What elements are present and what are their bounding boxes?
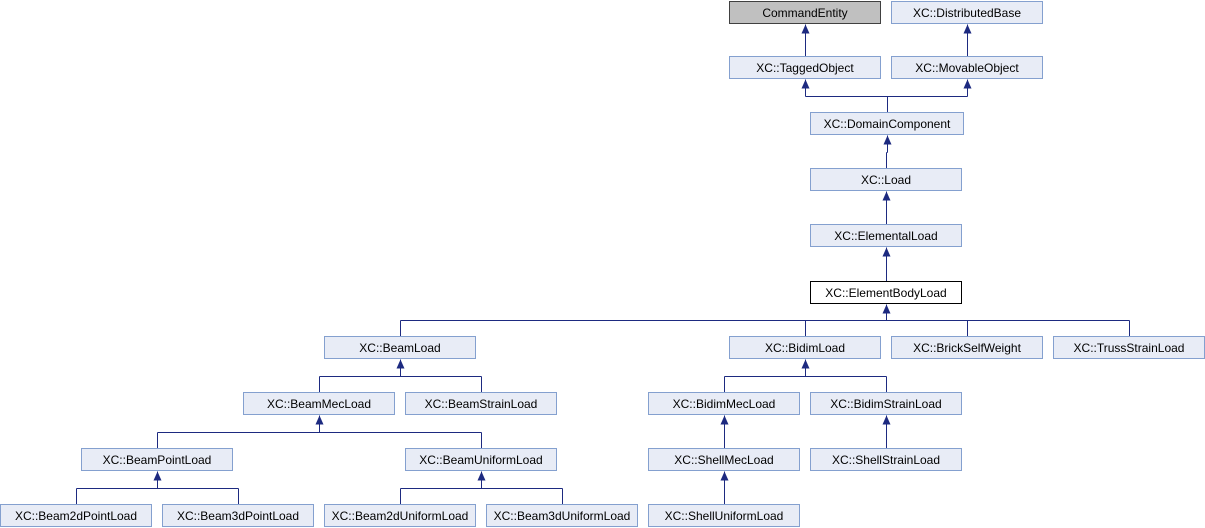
class-node-beam-3d-uniform-load[interactable]: XC::Beam3dUniformLoad bbox=[486, 504, 638, 527]
class-node-box bbox=[486, 504, 638, 527]
class-node-beam-strain-load[interactable]: XC::BeamStrainLoad bbox=[405, 392, 557, 415]
class-node-label: XC::Load bbox=[861, 173, 911, 187]
class-node-beam-2d-uniform-load[interactable]: XC::Beam2dUniformLoad bbox=[324, 504, 476, 527]
class-node-beam-2d-point-load[interactable]: XC::Beam2dPointLoad bbox=[0, 504, 152, 527]
class-node-box bbox=[810, 448, 962, 471]
class-node-beam-uniform-load[interactable]: XC::BeamUniformLoad bbox=[405, 448, 557, 471]
class-node-brick-self-weight[interactable]: XC::BrickSelfWeight bbox=[891, 336, 1043, 359]
class-node-label: XC::Beam2dPointLoad bbox=[15, 509, 137, 523]
class-node-label: XC::BidimMecLoad bbox=[673, 397, 776, 411]
inheritance-edges bbox=[76, 24, 1130, 505]
class-node-label: XC::TrussStrainLoad bbox=[1074, 341, 1185, 355]
class-node-box bbox=[810, 281, 962, 304]
class-node-label: XC::DomainComponent bbox=[824, 117, 951, 131]
class-node-beam-point-load[interactable]: XC::BeamPointLoad bbox=[81, 448, 233, 471]
class-node-label: XC::ElementBodyLoad bbox=[825, 286, 946, 300]
class-node-label: XC::ShellStrainLoad bbox=[832, 453, 940, 467]
class-node-label: XC::Beam2dUniformLoad bbox=[332, 509, 469, 523]
class-node-label: XC::TaggedObject bbox=[756, 61, 854, 75]
class-node-beam-load[interactable]: XC::BeamLoad bbox=[324, 336, 476, 359]
class-node-label: XC::ElementalLoad bbox=[834, 229, 937, 243]
class-node-load[interactable]: XC::Load bbox=[810, 168, 962, 191]
class-node-box bbox=[891, 336, 1043, 359]
class-node-box bbox=[324, 336, 476, 359]
class-node-box bbox=[810, 392, 962, 415]
class-node-box bbox=[0, 504, 152, 527]
class-node-tagged-object[interactable]: XC::TaggedObject bbox=[729, 56, 881, 79]
class-node-label: CommandEntity bbox=[762, 6, 847, 20]
class-node-label: XC::Beam3dUniformLoad bbox=[494, 509, 631, 523]
class-node-box bbox=[405, 392, 557, 415]
class-node-label: XC::BeamUniformLoad bbox=[419, 453, 542, 467]
class-node-box bbox=[729, 1, 881, 24]
class-node-box bbox=[81, 448, 233, 471]
class-node-box bbox=[729, 336, 881, 359]
class-node-shell-strain-load[interactable]: XC::ShellStrainLoad bbox=[810, 448, 962, 471]
class-node-box bbox=[324, 504, 476, 527]
class-node-label: XC::BeamPointLoad bbox=[103, 453, 212, 467]
class-node-bidim-mec-load[interactable]: XC::BidimMecLoad bbox=[648, 392, 800, 415]
class-node-label: XC::ShellUniformLoad bbox=[665, 509, 784, 523]
class-node-label: XC::BeamStrainLoad bbox=[425, 397, 538, 411]
class-node-box bbox=[729, 56, 881, 79]
class-node-box bbox=[648, 448, 800, 471]
class-node-label: XC::MovableObject bbox=[915, 61, 1019, 75]
class-node-box bbox=[648, 504, 800, 527]
class-node-box bbox=[810, 168, 962, 191]
class-node-box bbox=[891, 1, 1043, 24]
class-node-label: XC::ShellMecLoad bbox=[674, 453, 773, 467]
class-node-shell-uniform-load[interactable]: XC::ShellUniformLoad bbox=[648, 504, 800, 527]
class-node-elemental-load[interactable]: XC::ElementalLoad bbox=[810, 224, 962, 247]
class-node-box bbox=[810, 224, 962, 247]
class-node-label: XC::BrickSelfWeight bbox=[913, 341, 1021, 355]
class-node-label: XC::DistributedBase bbox=[913, 6, 1021, 20]
class-node-box bbox=[162, 504, 314, 527]
class-node-label: XC::BeamMecLoad bbox=[267, 397, 371, 411]
class-node-box bbox=[810, 112, 964, 135]
class-node-bidim-load[interactable]: XC::BidimLoad bbox=[729, 336, 881, 359]
class-node-element-body-load[interactable]: XC::ElementBodyLoad bbox=[810, 281, 962, 304]
class-node-label: XC::BeamLoad bbox=[359, 341, 440, 355]
class-node-box bbox=[891, 56, 1043, 79]
class-node-shell-mec-load[interactable]: XC::ShellMecLoad bbox=[648, 448, 800, 471]
class-node-beam-3d-point-load[interactable]: XC::Beam3dPointLoad bbox=[162, 504, 314, 527]
class-node-box bbox=[405, 448, 557, 471]
class-node-command-entity[interactable]: CommandEntity bbox=[729, 1, 881, 24]
class-node-truss-strain-load[interactable]: XC::TrussStrainLoad bbox=[1053, 336, 1205, 359]
class-node-bidim-strain-load[interactable]: XC::BidimStrainLoad bbox=[810, 392, 962, 415]
class-node-label: XC::BidimLoad bbox=[765, 341, 845, 355]
class-node-distributed-base[interactable]: XC::DistributedBase bbox=[891, 1, 1043, 24]
class-node-label: XC::Beam3dPointLoad bbox=[177, 509, 299, 523]
class-node-domain-component[interactable]: XC::DomainComponent bbox=[810, 112, 964, 135]
class-node-movable-object[interactable]: XC::MovableObject bbox=[891, 56, 1043, 79]
class-node-label: XC::BidimStrainLoad bbox=[830, 397, 941, 411]
class-node-box bbox=[243, 392, 395, 415]
class-node-beam-mec-load[interactable]: XC::BeamMecLoad bbox=[243, 392, 395, 415]
class-node-box bbox=[648, 392, 800, 415]
